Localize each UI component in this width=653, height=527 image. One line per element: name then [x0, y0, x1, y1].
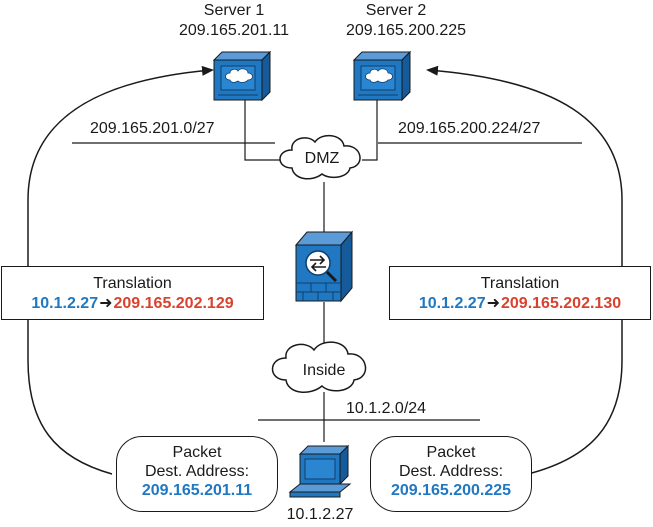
packet-subtitle: Dest. Address:: [144, 463, 250, 480]
packet-title: Packet: [426, 444, 476, 461]
flow-path-left: [27, 65, 214, 475]
firewall-appliance-icon: [294, 230, 354, 303]
host-workstation-icon: [288, 444, 352, 498]
translation-box-right: Translation 10.1.2.27➜209.165.202.130: [389, 266, 651, 320]
packet-box-left: Packet Dest. Address: 209.165.201.11: [116, 436, 278, 512]
translation-mapping: 10.1.2.27➜209.165.202.130: [390, 295, 650, 313]
translation-source-ip: 10.1.2.27: [418, 295, 486, 312]
right-arrow-icon: ➜: [99, 295, 113, 312]
server-1-ip: 209.165.201.11: [178, 22, 290, 39]
translation-box-left: Translation 10.1.2.27➜209.165.202.129: [1, 266, 264, 320]
right-subnet-label: 209.165.200.224/27: [398, 120, 541, 137]
inside-cloud-icon: [271, 341, 367, 393]
packet-title: Packet: [172, 444, 222, 461]
server2-link: [362, 100, 378, 161]
server-2-icon: [352, 50, 412, 102]
right-arrow-icon: ➜: [486, 295, 500, 312]
translation-title: Translation: [93, 275, 172, 292]
translation-title: Translation: [480, 275, 560, 292]
inside-label: Inside: [302, 362, 346, 379]
packet-dest-address: 209.165.200.225: [390, 482, 512, 499]
server-2-ip: 209.165.200.225: [345, 22, 467, 39]
packet-subtitle: Dest. Address:: [398, 463, 504, 480]
translation-source-ip: 10.1.2.27: [31, 295, 99, 312]
translation-mapped-ip: 209.165.202.129: [113, 295, 234, 312]
server-1-name: Server 1: [203, 2, 265, 19]
dmz-label: DMZ: [304, 150, 340, 167]
flow-path-right: [426, 65, 623, 475]
packet-dest-address: 209.165.201.11: [141, 482, 253, 499]
packet-box-right: Packet Dest. Address: 209.165.200.225: [370, 436, 532, 512]
server-2-name: Server 2: [365, 2, 427, 19]
translation-mapping: 10.1.2.27➜209.165.202.129: [2, 295, 263, 313]
translation-mapped-ip: 209.165.202.130: [501, 295, 622, 312]
inside-subnet-label: 10.1.2.0/24: [346, 400, 427, 417]
dmz-cloud-icon: [279, 134, 361, 180]
left-subnet-label: 209.165.201.0/27: [90, 120, 215, 137]
host-ip-label: 10.1.2.27: [286, 506, 354, 523]
server1-link: [244, 100, 283, 161]
server-1-icon: [212, 50, 272, 102]
